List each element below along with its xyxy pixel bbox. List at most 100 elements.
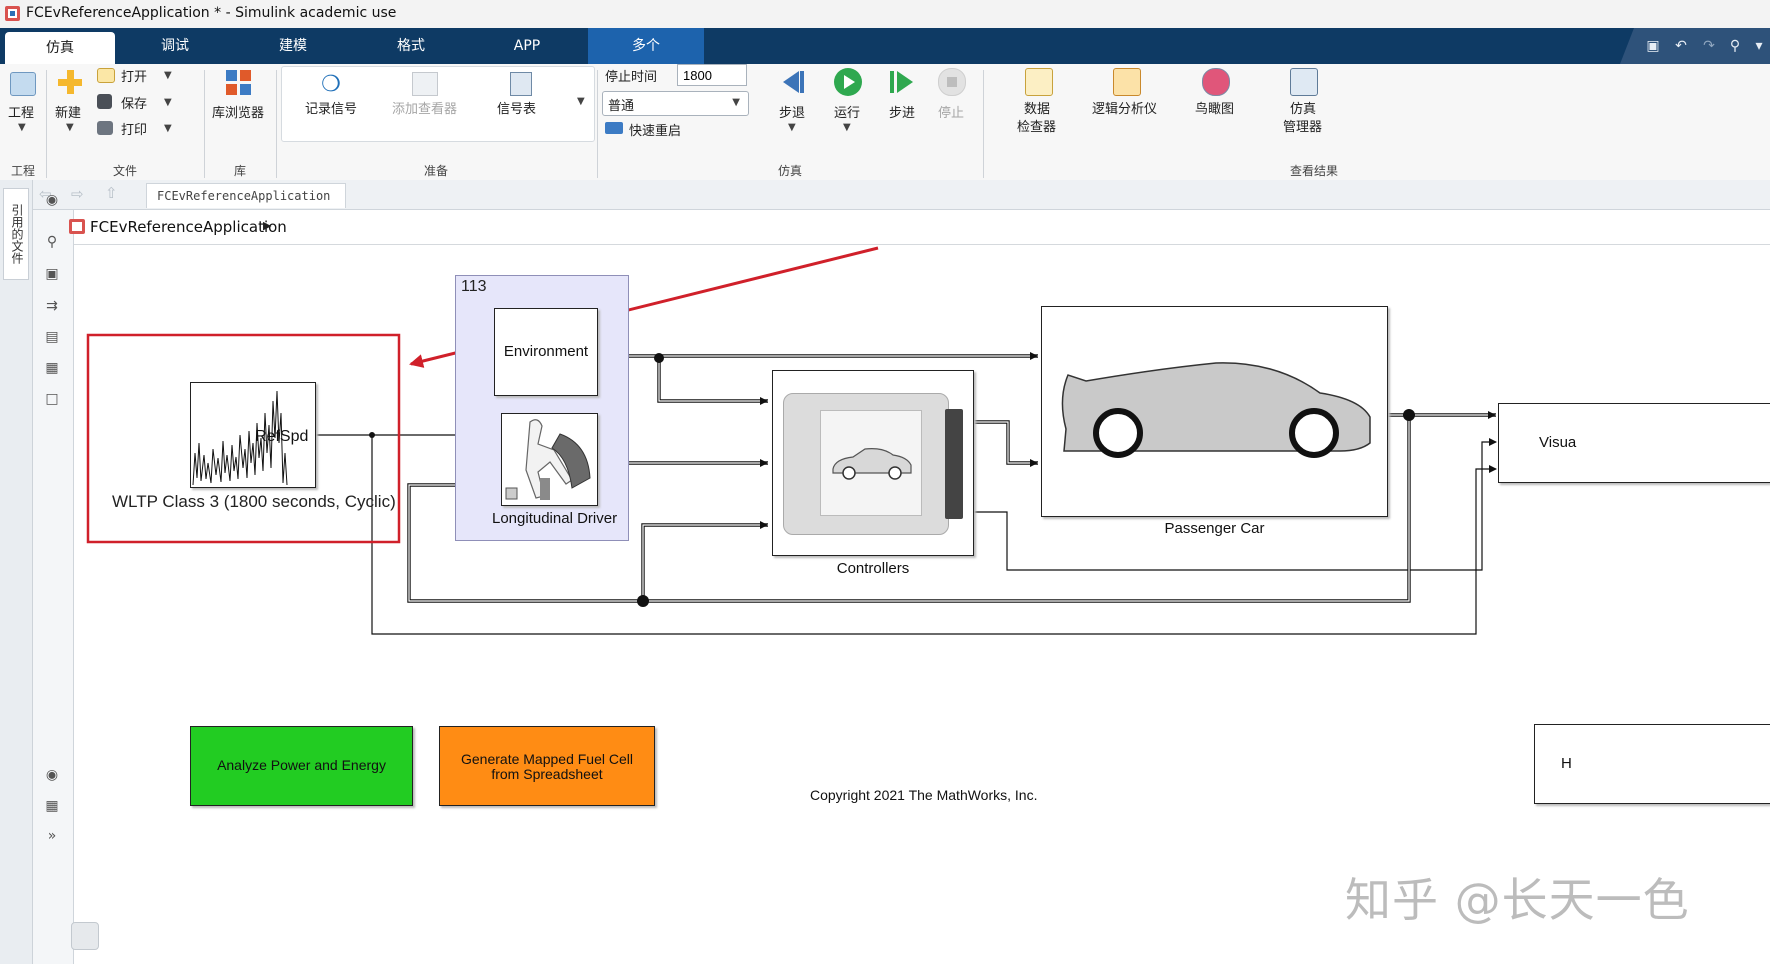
tab-debug[interactable]: 调试 [161,38,189,54]
run-button[interactable]: 运行 [834,106,861,121]
signal-table-button[interactable]: 信号表 [497,102,537,117]
bus-line-core [972,421,1038,464]
hide-explorer-icon[interactable]: ◉ [45,192,59,208]
chevron-down-icon[interactable]: ▼ [164,123,172,134]
annotation-icon[interactable]: ▤ [45,329,59,345]
environment-block[interactable]: Environment [494,308,598,396]
chevron-down-icon: ▼ [732,97,740,108]
logic-analyzer-button[interactable]: 逻辑分析仪 [1092,102,1158,117]
fast-restart-button[interactable]: 快速重启 [629,124,682,139]
birds-eye-button[interactable]: 鸟瞰图 [1195,102,1235,117]
controllers-block[interactable] [772,370,974,556]
tab-modeling[interactable]: 建模 [279,38,307,54]
save-button[interactable]: 保存 [121,97,148,112]
drive-cycle-block[interactable]: RefSpd [190,382,316,488]
bus-line [972,420,1038,465]
image-icon[interactable]: ▦ [45,360,59,376]
ribbon-toolstrip: 工程 ▼ 工程 新建 ▼ 打开 ▼ 保存 ▼ 打印 ▼ 文件 库浏览器 库 ❍ … [0,64,1770,181]
search-icon[interactable]: ⚲ [1729,38,1741,54]
library-browser-icon[interactable] [226,70,252,96]
tab-multiple[interactable]: 多个 [588,28,704,64]
model-browser-icon[interactable] [71,922,99,950]
save-disk-icon[interactable] [97,94,112,109]
signal-table-icon[interactable] [510,72,532,96]
property-inspector-icon[interactable]: ▦ [45,798,59,814]
fit-to-view-icon[interactable]: ▣ [45,266,59,282]
generate-fuel-cell-button[interactable]: Generate Mapped Fuel Cell from Spreadshe… [439,726,655,806]
stop-time-label: 停止时间 [605,70,658,85]
drive-cycle-waveform [192,390,288,486]
tab-format[interactable]: 格式 [397,38,425,54]
simulation-manager-icon[interactable] [1290,68,1318,96]
simulink-app-icon [5,6,20,21]
area-icon[interactable]: □ [45,391,59,407]
arrow-connect-icon[interactable]: ⇉ [46,298,58,314]
group-label-library: 库 [233,164,246,178]
right-partial-block[interactable]: H [1534,724,1770,804]
step-back-icon[interactable] [780,68,806,96]
tab-apps[interactable]: APP [513,38,541,54]
chevron-down-icon[interactable]: ▼ [788,122,796,133]
model-path[interactable]: FCEvReferenceApplication [90,218,287,236]
zoom-in-icon[interactable]: ⚲ [46,234,58,250]
save-icon[interactable]: ▣ [1646,38,1660,54]
simulation-mode-select[interactable]: 普通 ▼ [602,91,749,116]
step-back-button[interactable]: 步退 [779,106,806,121]
model-breadcrumb-tab[interactable]: FCEvReferenceApplication [146,183,346,208]
chevron-down-icon[interactable]: ▼ [18,122,26,133]
step-forward-icon[interactable] [888,68,914,96]
expand-chevron-icon[interactable]: » [47,828,57,844]
analyze-power-energy-button[interactable]: Analyze Power and Energy [190,726,413,806]
run-play-icon[interactable] [834,68,862,96]
gallery-expand-chevron-icon[interactable]: ▼ [577,96,585,107]
redo-icon[interactable]: ↷ [1703,38,1715,54]
data-inspector-label-1[interactable]: 数据 [1024,102,1051,117]
stop-button[interactable]: 停止 [938,106,965,121]
up-arrow-icon[interactable]: ⇧ [105,184,118,202]
data-inspector-icon[interactable] [1025,68,1053,96]
longitudinal-driver-block[interactable] [501,413,598,506]
data-inspector-label-2[interactable]: 检查器 [1017,120,1057,135]
stop-time-input[interactable] [677,64,747,86]
open-folder-icon[interactable] [97,68,115,83]
group-label-prepare: 准备 [423,164,448,178]
right-partial-label: H [1561,755,1572,772]
signal-lines [86,246,1497,635]
chevron-right-icon[interactable]: ▶ [263,219,272,232]
referenced-files-tab[interactable]: 引用的文件 [3,188,29,280]
add-viewer-button[interactable]: 添加查看器 [392,102,458,117]
project-button[interactable]: 工程 [8,106,35,121]
tab-simulation[interactable]: 仿真 [5,32,115,64]
new-plus-icon[interactable] [58,70,82,94]
model-canvas[interactable]: 113 RefSpd WLTP Class 3 (1800 seconds, C… [74,245,1770,964]
stop-icon [938,68,966,96]
chevron-down-icon[interactable]: ▼ [66,122,74,133]
chevron-down-icon[interactable]: ▼ [164,70,172,81]
library-browser-button[interactable]: 库浏览器 [212,106,265,121]
print-button[interactable]: 打印 [121,123,148,138]
add-viewer-icon [412,72,438,96]
sim-manager-label-1[interactable]: 仿真 [1290,102,1317,117]
birds-eye-scope-icon[interactable] [1202,68,1230,96]
forward-arrow-icon[interactable]: ⇨ [71,185,84,203]
camera-icon[interactable]: ◉ [45,767,59,783]
sim-manager-label-2[interactable]: 管理器 [1283,120,1323,135]
new-button[interactable]: 新建 [55,106,82,121]
chevron-down-icon[interactable]: ▼ [843,122,851,133]
project-icon[interactable] [10,72,36,96]
step-forward-button[interactable]: 步进 [889,106,916,121]
visualization-label: Visua [1539,434,1577,451]
log-signals-button[interactable]: 记录信号 [305,102,358,117]
prepare-gallery [281,66,595,142]
logic-analyzer-icon[interactable] [1113,68,1141,96]
passenger-car-block[interactable] [1041,306,1388,517]
chevron-down-icon[interactable]: ▼ [164,97,172,108]
fast-restart-icon[interactable] [605,122,623,134]
log-signals-icon[interactable]: ❍ [321,72,341,97]
visualization-block[interactable]: Visua [1498,403,1770,483]
back-arrow-icon[interactable]: ⇦ [39,185,52,203]
minimize-ribbon-icon[interactable]: ▾ [1755,38,1763,54]
open-button[interactable]: 打开 [121,70,148,85]
print-icon[interactable] [97,121,113,135]
undo-icon[interactable]: ↶ [1675,38,1687,54]
